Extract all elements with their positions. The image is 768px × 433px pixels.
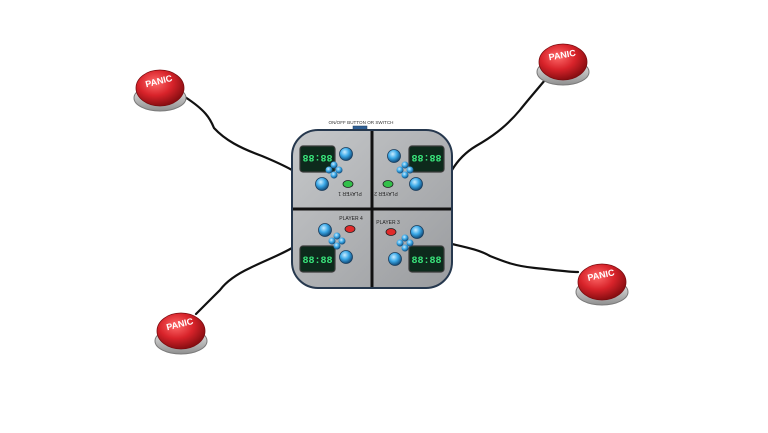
cable-top-left	[183, 95, 294, 172]
player-label: PLAYER 2	[374, 190, 398, 196]
knob-button[interactable]	[339, 147, 353, 161]
score-display	[408, 145, 445, 173]
dpad[interactable]	[396, 234, 414, 252]
panic-button-top-right[interactable]: PANIC	[536, 43, 590, 86]
status-led	[382, 180, 394, 188]
player-station-4: 88:88 PLAYER 4	[299, 216, 363, 273]
panic-button-bottom-right[interactable]: PANIC	[575, 263, 629, 306]
status-led	[344, 225, 356, 233]
knob-button[interactable]	[388, 252, 402, 266]
player-station-1: 88:88 PLAYER 1	[299, 145, 362, 196]
knob-button[interactable]	[315, 177, 329, 191]
cable-bottom-right	[450, 242, 580, 274]
panic-button-top-left[interactable]: PANIC	[133, 69, 187, 112]
score-digits: 88:88	[411, 151, 441, 162]
panic-label: PANIC	[548, 48, 577, 63]
player-label: PLAYER 4	[339, 216, 363, 222]
player-label: PLAYER 1	[338, 190, 362, 196]
score-display	[299, 145, 336, 173]
cables	[183, 78, 580, 316]
switch-label: ON/OFF BUTTON OR SWITCH	[329, 120, 394, 125]
score-digits: 88:88	[302, 151, 332, 162]
knob-button[interactable]	[339, 250, 353, 264]
cable-bottom-left	[194, 246, 294, 316]
dpad[interactable]	[396, 161, 414, 179]
knob-button[interactable]	[409, 177, 423, 191]
dpad[interactable]	[328, 232, 346, 250]
cable-top-right	[450, 78, 547, 172]
knob-button[interactable]	[410, 225, 424, 239]
game-console: ON/OFF BUTTON OR SWITCH 88:88 PLAYER 1 8…	[291, 120, 453, 289]
score-display	[299, 245, 336, 273]
knob-button[interactable]	[387, 149, 401, 163]
player-label: PLAYER 3	[376, 220, 400, 226]
knob-button[interactable]	[318, 223, 332, 237]
dpad[interactable]	[325, 161, 343, 179]
score-display	[408, 245, 445, 273]
player-station-3: 88:88 PLAYER 3	[376, 220, 445, 273]
score-digits: 88:88	[411, 256, 441, 267]
score-digits: 88:88	[302, 256, 332, 267]
status-led	[342, 180, 354, 188]
player-station-2: 88:88 PLAYER 2	[374, 145, 445, 196]
panic-button-bottom-left[interactable]: PANIC	[154, 312, 208, 355]
status-led	[385, 228, 397, 236]
